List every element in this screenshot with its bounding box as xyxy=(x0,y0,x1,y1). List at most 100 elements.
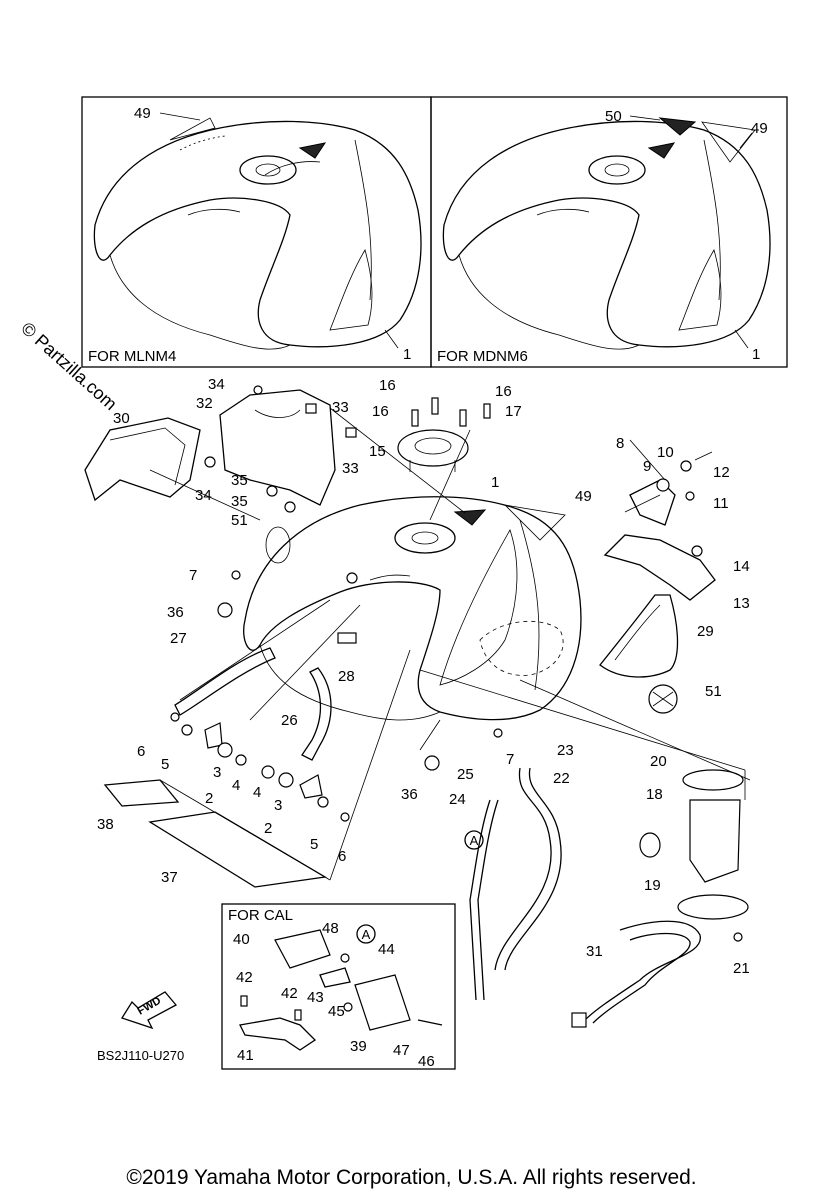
label-49-left: 49 xyxy=(134,105,151,122)
bracket-13 xyxy=(603,534,716,601)
diagram-code: BS2J110-U270 xyxy=(97,1048,184,1063)
label-16-c: 16 xyxy=(372,403,389,420)
label-42-b: 42 xyxy=(281,985,298,1002)
label-45: 45 xyxy=(328,1003,345,1020)
label-17: 17 xyxy=(505,403,522,420)
fuel-tank-mlnm4-drawing xyxy=(93,117,422,350)
label-47: 47 xyxy=(393,1042,410,1059)
label-16-b: 16 xyxy=(495,383,512,400)
part-labels: 1 49 50 49 1 34 32 33 33 30 34 35 35 51 … xyxy=(97,105,768,1070)
label-30: 30 xyxy=(113,410,130,427)
clip-28 xyxy=(337,632,357,644)
label-39: 39 xyxy=(350,1038,367,1055)
label-22: 22 xyxy=(553,770,570,787)
label-46: 46 xyxy=(418,1053,435,1070)
partzilla-watermark: © Partzilla.com xyxy=(17,318,121,414)
ring-20 xyxy=(682,769,744,791)
label-34-bottom: 34 xyxy=(195,487,212,504)
label-14: 14 xyxy=(733,558,750,575)
label-12: 12 xyxy=(713,464,730,481)
label-31: 31 xyxy=(586,943,603,960)
label-33-a: 33 xyxy=(332,399,349,416)
cover-bracket-32 xyxy=(219,389,336,506)
side-cover-30 xyxy=(84,417,201,502)
label-24: 24 xyxy=(449,791,466,808)
label-13: 13 xyxy=(733,595,750,612)
label-8: 8 xyxy=(616,435,624,452)
label-10: 10 xyxy=(657,444,674,461)
cal-box: FOR CAL xyxy=(221,903,456,1070)
side-panel-29 xyxy=(599,594,679,678)
label-35-a: 35 xyxy=(231,472,248,489)
fuel-tank-main-drawing xyxy=(243,496,582,721)
label-26: 26 xyxy=(281,712,298,729)
label-49-right: 49 xyxy=(751,120,768,137)
label-1-right: 1 xyxy=(752,346,760,363)
label-18: 18 xyxy=(646,786,663,803)
label-7-top: 7 xyxy=(189,567,197,584)
label-34-top: 34 xyxy=(208,376,225,393)
label-29: 29 xyxy=(697,623,714,640)
label-25: 25 xyxy=(457,766,474,783)
fuel-hose-31 xyxy=(584,920,701,1021)
label-36-bottom: 36 xyxy=(401,786,418,803)
label-50: 50 xyxy=(605,108,622,125)
label-4-left: 4 xyxy=(232,777,240,794)
label-43: 43 xyxy=(307,989,324,1006)
label-16-a: 16 xyxy=(379,377,396,394)
rail-27 xyxy=(174,647,276,716)
canister-39 xyxy=(354,974,411,1031)
label-11: 11 xyxy=(713,495,729,512)
svg-text:A: A xyxy=(362,927,371,942)
label-40: 40 xyxy=(233,931,250,948)
gasket-19 xyxy=(677,894,749,920)
marker-a-cal: A xyxy=(356,924,376,944)
canister-40 xyxy=(274,929,331,969)
label-33-b: 33 xyxy=(342,460,359,477)
label-23: 23 xyxy=(557,742,574,759)
hose-24 xyxy=(469,799,491,1001)
fwd-arrow-icon: FWD xyxy=(121,991,178,1030)
svg-text:A: A xyxy=(470,833,479,848)
label-5-left: 5 xyxy=(161,756,169,773)
label-1-left: 1 xyxy=(403,346,411,363)
label-48: 48 xyxy=(322,920,339,937)
pad-38 xyxy=(103,779,180,807)
label-9: 9 xyxy=(643,458,651,475)
label-15: 15 xyxy=(369,443,386,460)
hose-22 xyxy=(494,767,552,971)
label-38: 38 xyxy=(97,816,114,833)
label-2-left: 2 xyxy=(205,790,213,807)
cal-title: FOR CAL xyxy=(228,907,293,924)
label-35-b: 35 xyxy=(231,493,248,510)
label-32: 32 xyxy=(196,395,213,412)
variant-box-left: FOR MLNM4 xyxy=(81,96,432,368)
label-6-left: 6 xyxy=(137,743,145,760)
label-37: 37 xyxy=(161,869,178,886)
rail-26 xyxy=(301,667,332,761)
label-36-top: 36 xyxy=(167,604,184,621)
label-19: 19 xyxy=(644,877,661,894)
label-42-a: 42 xyxy=(236,969,253,986)
label-6-right: 6 xyxy=(338,848,346,865)
label-3-right: 3 xyxy=(274,797,282,814)
fuel-tank-mdnm6-drawing xyxy=(442,117,771,350)
label-27: 27 xyxy=(170,630,187,647)
fuel-pump-18 xyxy=(689,799,741,883)
label-51-right: 51 xyxy=(705,683,722,700)
label-3-left: 3 xyxy=(213,764,221,781)
label-44: 44 xyxy=(378,941,395,958)
marker-a-main: A xyxy=(464,830,484,850)
label-21: 21 xyxy=(733,960,750,977)
label-2-right: 2 xyxy=(264,820,272,837)
variant-title-mlnm4: FOR MLNM4 xyxy=(88,348,176,365)
label-20: 20 xyxy=(650,753,667,770)
label-5-right: 5 xyxy=(310,836,318,853)
variant-box-right: FOR MDNM6 xyxy=(430,96,788,368)
label-7-bottom: 7 xyxy=(506,751,514,768)
label-28: 28 xyxy=(338,668,355,685)
label-49-main: 49 xyxy=(575,488,592,505)
label-1-main: 1 xyxy=(491,474,499,491)
label-4-right: 4 xyxy=(253,784,261,801)
